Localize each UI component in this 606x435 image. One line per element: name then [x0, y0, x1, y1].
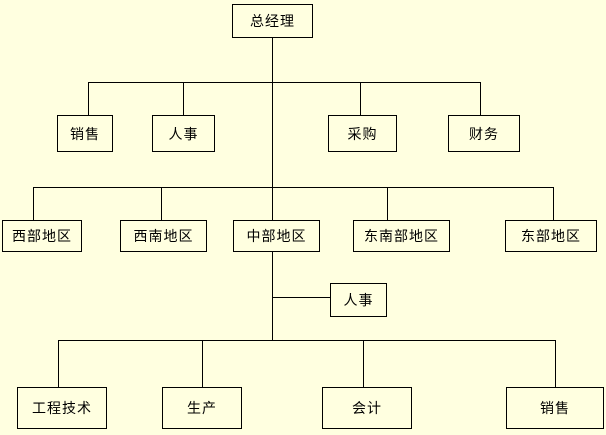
- connector-stub-sales: [88, 82, 89, 115]
- connector-branch-central-hr: [272, 297, 330, 298]
- node-southeast-region: 东南部地区: [353, 220, 450, 252]
- node-west-region: 西部地区: [2, 220, 82, 252]
- node-purchasing-label: 采购: [347, 126, 378, 143]
- node-hr-label: 人事: [168, 126, 199, 143]
- node-finance: 财务: [448, 115, 520, 152]
- connector-stub-southwest-region: [161, 187, 162, 220]
- connector-level4-bus: [58, 340, 555, 341]
- connector-stub-finance: [480, 82, 481, 115]
- node-southwest-region-label: 西南地区: [133, 229, 194, 245]
- connector-stub-east-region: [553, 187, 554, 220]
- node-west-region-label: 西部地区: [12, 229, 72, 245]
- node-central-hr: 人事: [330, 283, 387, 317]
- connector-stub-engineering: [58, 340, 59, 387]
- connector-level2-bus: [88, 82, 480, 83]
- connector-stub-purchasing: [360, 82, 361, 115]
- node-purchasing: 采购: [328, 115, 397, 152]
- node-central-sales-label: 销售: [540, 401, 570, 417]
- connector-level3-bus: [33, 187, 553, 188]
- node-engineering-label: 工程技术: [32, 401, 92, 417]
- node-general-manager: 总经理: [232, 4, 313, 38]
- connector-central-stem: [272, 252, 273, 340]
- node-east-region-label: 东部地区: [521, 229, 581, 245]
- node-production-label: 生产: [187, 401, 217, 417]
- connector-stub-production: [202, 340, 203, 387]
- node-engineering: 工程技术: [17, 387, 107, 429]
- node-southeast-region-label: 东南部地区: [364, 229, 439, 245]
- node-accounting-label: 会计: [352, 401, 382, 417]
- node-east-region: 东部地区: [505, 220, 597, 252]
- node-sales-label: 销售: [70, 126, 100, 143]
- node-finance-label: 财务: [469, 126, 499, 143]
- connector-root-stem: [272, 38, 273, 220]
- node-central-hr-label: 人事: [343, 293, 374, 309]
- node-central-sales: 销售: [506, 387, 604, 429]
- connector-stub-central-sales: [555, 340, 556, 387]
- node-central-region-label: 中部地区: [246, 229, 307, 245]
- node-hr: 人事: [152, 115, 215, 152]
- node-southwest-region: 西南地区: [120, 220, 207, 252]
- node-accounting: 会计: [322, 387, 412, 429]
- node-production: 生产: [162, 387, 242, 429]
- connector-stub-southeast-region: [387, 187, 388, 220]
- connector-stub-west-region: [33, 187, 34, 220]
- connector-stub-accounting: [363, 340, 364, 387]
- node-sales: 销售: [57, 115, 113, 152]
- node-general-manager-label: 总经理: [250, 14, 295, 30]
- node-central-region: 中部地区: [233, 220, 320, 252]
- connector-stub-hr: [183, 82, 184, 115]
